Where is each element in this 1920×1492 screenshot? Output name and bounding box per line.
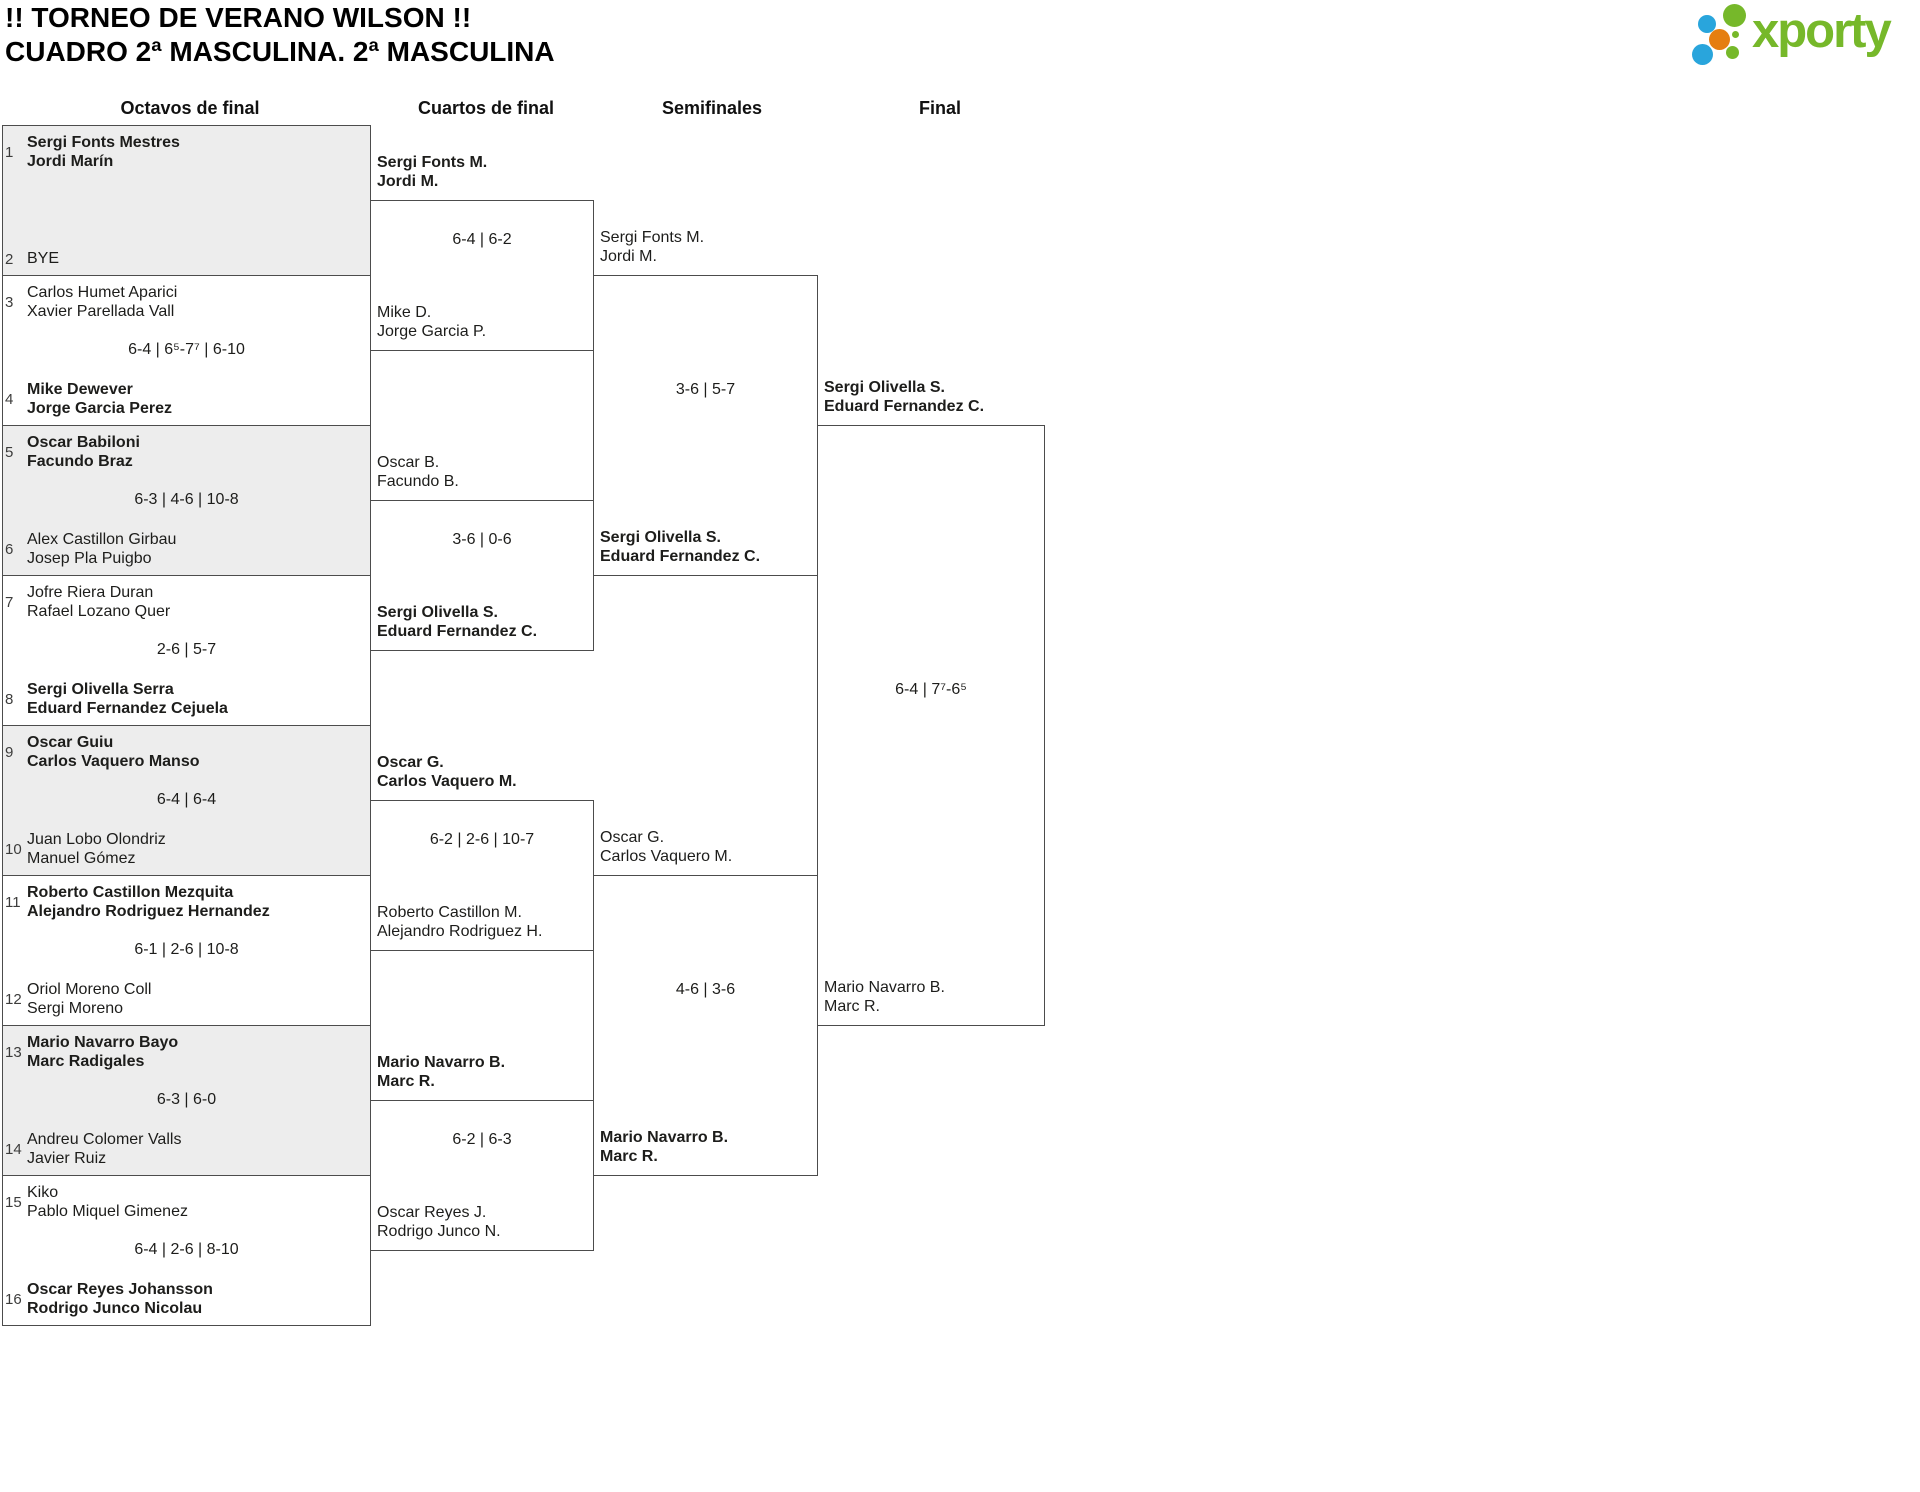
- match-score: 4-6 | 3-6: [675, 981, 736, 998]
- match-box: [2, 875, 371, 1026]
- advancing-team: Oscar B. Facundo B.: [377, 454, 459, 490]
- advancing-team: Sergi Olivella S. Eduard Fernandez C.: [600, 529, 761, 565]
- seed-number: 6: [5, 541, 14, 558]
- logo-dot-green-big: [1723, 4, 1746, 27]
- round-header-octavos: Octavos de final: [120, 98, 260, 118]
- advancing-team: Sergi Fonts M. Jordi M.: [377, 154, 488, 190]
- team-name: Sergi Fonts Mestres Jordi Marín: [27, 134, 180, 170]
- tournament-title: !! TORNEO DE VERANO WILSON !!: [5, 2, 472, 33]
- logo-dot-orange: [1709, 29, 1730, 50]
- match-score: 6-1 | 2-6 | 10-8: [134, 941, 239, 958]
- match-score: 6-3 | 6-0: [156, 1091, 217, 1108]
- seed-number: 11: [5, 894, 21, 911]
- seed-number: 8: [5, 691, 14, 708]
- advancing-team: Sergi Fonts M. Jordi M.: [600, 229, 705, 265]
- match-box: [2, 1175, 371, 1326]
- match-score: 6-2 | 2-6 | 10-7: [429, 831, 535, 848]
- match-score: 2-6 | 5-7: [156, 641, 217, 658]
- advancing-team: Roberto Castillon M. Alejandro Rodriguez…: [377, 904, 543, 940]
- seed-number: 13: [5, 1044, 22, 1061]
- match-score: 6-4 | 6⁵-7⁷ | 6-10: [128, 341, 245, 358]
- logo-wordmark: xporty: [1752, 4, 1892, 58]
- match-score: 6-4 | 6-2: [452, 231, 512, 248]
- seed-number: 1: [5, 144, 14, 161]
- tournament-subtitle: CUADRO 2ª MASCULINA. 2ª MASCULINA: [5, 36, 555, 67]
- seed-number: 3: [5, 294, 14, 311]
- advancing-team: Oscar Reyes J. Rodrigo Junco N.: [377, 1204, 501, 1240]
- bracket-connector: [817, 425, 1045, 1026]
- team-name: Jofre Riera Duran Rafael Lozano Quer: [27, 584, 171, 620]
- round-header-cuartos: Cuartos de final: [417, 98, 555, 118]
- logo-dot-blue-top: [1698, 15, 1716, 33]
- team-name: Oscar Guiu Carlos Vaquero Manso: [27, 734, 200, 770]
- team-name: Kiko Pablo Miquel Gimenez: [27, 1184, 188, 1220]
- advancing-team: Mario Navarro B. Marc R.: [377, 1054, 506, 1090]
- match-score: 6-3 | 4-6 | 10-8: [134, 491, 239, 508]
- advancing-team: Oscar G. Carlos Vaquero M.: [600, 829, 733, 865]
- seed-number: 16: [5, 1291, 22, 1308]
- seed-number: 5: [5, 444, 14, 461]
- team-name: Mario Navarro Bayo Marc Radigales: [27, 1034, 179, 1070]
- seed-number: 10: [5, 841, 22, 858]
- round-header-semifinales: Semifinales: [661, 98, 763, 118]
- team-name: Carlos Humet Aparici Xavier Parellada Va…: [27, 284, 178, 320]
- seed-number: 9: [5, 744, 14, 761]
- advancing-team: Mario Navarro B. Marc R.: [600, 1129, 729, 1165]
- logo-dot-green-tiny: [1732, 31, 1739, 38]
- team-name: Juan Lobo Olondriz Manuel Gómez: [27, 831, 166, 867]
- match-box: [2, 575, 371, 726]
- team-name: Mike Dewever Jorge Garcia Perez: [27, 381, 172, 417]
- match-box: [2, 275, 371, 426]
- match-box: [2, 725, 371, 876]
- team-name: Sergi Olivella Serra Eduard Fernandez Ce…: [27, 681, 228, 717]
- seed-number: 12: [5, 991, 22, 1008]
- match-score: 6-4 | 7⁷-6⁵: [895, 681, 967, 698]
- seed-number: 15: [5, 1194, 22, 1211]
- advancing-team: Sergi Olivella S. Eduard Fernandez C.: [377, 604, 538, 640]
- match-score: 6-4 | 2-6 | 8-10: [134, 1241, 239, 1258]
- team-name: Oscar Babiloni Facundo Braz: [27, 434, 140, 470]
- team-name: Alex Castillon Girbau Josep Pla Puigbo: [27, 531, 177, 567]
- match-score: 6-2 | 6-3: [452, 1131, 512, 1148]
- match-score: 3-6 | 0-6: [452, 531, 512, 548]
- advancing-team: Mike D. Jorge Garcia P.: [377, 304, 487, 340]
- advancing-team: Sergi Olivella S. Eduard Fernandez C.: [824, 379, 985, 415]
- logo-dot-blue-bottom: [1692, 44, 1713, 65]
- seed-number: 2: [5, 250, 14, 268]
- round-header-final: Final: [918, 98, 962, 118]
- team-name: BYE: [27, 250, 60, 267]
- team-name: Oriol Moreno Coll Sergi Moreno: [27, 981, 152, 1017]
- seed-number: 4: [5, 391, 14, 408]
- team-name: Oscar Reyes Johansson Rodrigo Junco Nico…: [27, 1281, 213, 1317]
- advancing-team: Oscar G. Carlos Vaquero M.: [377, 754, 517, 790]
- team-name: Andreu Colomer Valls Javier Ruiz: [27, 1131, 182, 1167]
- team-name: Roberto Castillon Mezquita Alejandro Rod…: [27, 884, 270, 920]
- seed-number: 7: [5, 594, 14, 611]
- match-score: 6-4 | 6-4: [156, 791, 217, 808]
- logo-dot-green-small: [1726, 46, 1739, 59]
- match-score: 3-6 | 5-7: [675, 381, 736, 398]
- advancing-team: Mario Navarro B. Marc R.: [824, 979, 945, 1015]
- seed-number: 14: [5, 1141, 22, 1158]
- match-box: [2, 425, 371, 576]
- xporty-logo: xporty: [1690, 0, 1920, 70]
